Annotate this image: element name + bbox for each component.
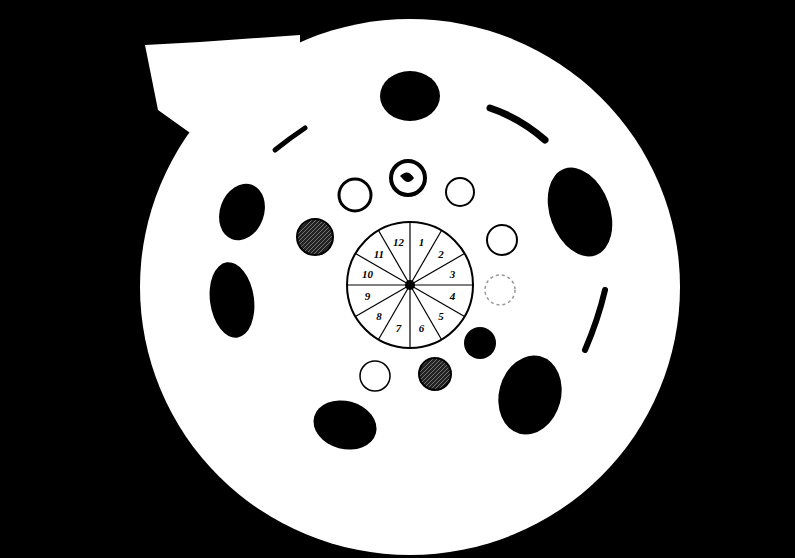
wells <box>297 161 517 391</box>
dial-spoke <box>410 285 465 317</box>
sector-number: 2 <box>438 248 444 259</box>
dial <box>347 222 473 348</box>
dial-hub <box>405 280 415 290</box>
dial-spoke <box>410 285 442 340</box>
dial-spoke <box>379 285 411 340</box>
dial-spoke <box>410 284 473 285</box>
sector-number: 11 <box>374 248 384 259</box>
sector-number: 3 <box>450 268 456 279</box>
sector-number: 5 <box>438 311 444 322</box>
dial-spoke <box>355 285 410 317</box>
sector-number: 8 <box>376 311 382 322</box>
dial-spoke <box>410 254 465 286</box>
sector-number: 10 <box>362 268 373 279</box>
disc <box>140 19 680 555</box>
dial-spoke <box>409 222 410 285</box>
sector-number: 12 <box>393 237 404 248</box>
dial-spoke <box>409 285 410 348</box>
slots <box>275 108 605 350</box>
sector-number: 7 <box>396 322 402 333</box>
sector-number: 6 <box>419 322 425 333</box>
sector-number: 4 <box>450 291 456 302</box>
dark-blobs <box>205 71 624 456</box>
sector-number: 1 <box>419 237 425 248</box>
dial-spoke <box>347 284 410 285</box>
dial-spoke <box>410 230 442 285</box>
sector-number: 9 <box>365 291 371 302</box>
